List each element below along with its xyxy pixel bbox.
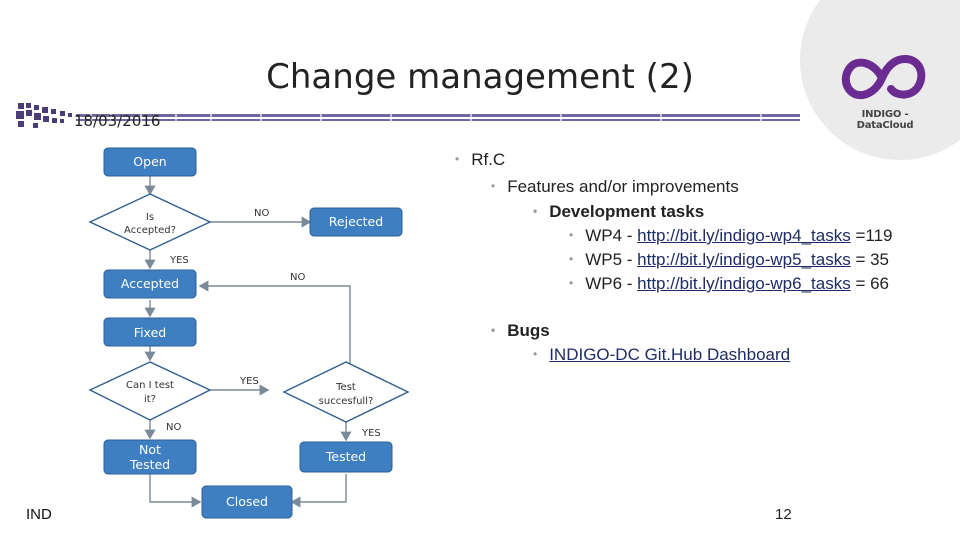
bullet-dot: • bbox=[569, 228, 574, 242]
node-tested-label: Tested bbox=[325, 449, 366, 464]
decision-test-successful-line1: Test bbox=[335, 382, 356, 393]
decision-can-test: Can I test it? bbox=[88, 361, 212, 421]
node-rejected-label: Rejected bbox=[329, 214, 383, 229]
node-fixed: Fixed bbox=[103, 317, 197, 347]
flowchart-image: Open Is Accepted? NO Rejected YES NO Acc… bbox=[58, 140, 442, 524]
link-wp4-tasks[interactable]: http://bit.ly/indigo-wp4_tasks bbox=[637, 226, 851, 245]
node-open-label: Open bbox=[133, 154, 166, 169]
bullet-wp6-value: = 66 bbox=[850, 274, 890, 293]
bullet-dot: • bbox=[491, 179, 496, 193]
bullet-rfc-text: Rf.C bbox=[471, 150, 506, 169]
node-accepted-label: Accepted bbox=[121, 276, 179, 291]
decision-is-accepted: Is Accepted? bbox=[88, 193, 212, 251]
bullet-dev-tasks-text: Development tasks bbox=[549, 202, 705, 221]
bullet-dashboard: • INDIGO-DC Git.Hub Dashboard bbox=[533, 345, 790, 365]
node-accepted: Accepted bbox=[103, 269, 197, 299]
slide-date: 18/03/2016 bbox=[74, 112, 161, 130]
decision-test-successful: Test succesfull? bbox=[282, 361, 410, 423]
bullet-dot: • bbox=[455, 152, 460, 166]
edge-label-no-not-tested: NO bbox=[166, 422, 181, 433]
decision-test-successful-line2: succesfull? bbox=[319, 396, 374, 407]
edge-label-yes-tested: YES bbox=[361, 428, 381, 439]
decision-can-test-line1: Can I test bbox=[126, 380, 174, 391]
bullet-wp6-prefix: WP6 - bbox=[585, 274, 638, 293]
node-open: Open bbox=[103, 147, 197, 177]
node-not-tested-line2: Tested bbox=[129, 457, 170, 472]
bullet-wp6: • WP6 - http://bit.ly/indigo-wp6_tasks = … bbox=[569, 274, 889, 294]
bullet-wp5-prefix: WP5 - bbox=[585, 250, 638, 269]
bullet-bugs: • Bugs bbox=[491, 321, 550, 341]
bullet-wp4: • WP4 - http://bit.ly/indigo-wp4_tasks =1… bbox=[569, 226, 892, 246]
bullet-dev-tasks: • Development tasks bbox=[533, 202, 704, 222]
bullet-features: • Features and/or improvements bbox=[491, 177, 739, 197]
bullet-wp4-prefix: WP4 - bbox=[585, 226, 638, 245]
link-wp5-tasks[interactable]: http://bit.ly/indigo-wp5_tasks bbox=[637, 250, 851, 269]
edge-label-yes-can-test: YES bbox=[239, 376, 259, 387]
change-management-flowchart: Open Is Accepted? NO Rejected YES NO Acc… bbox=[88, 147, 410, 519]
node-tested: Tested bbox=[299, 441, 393, 473]
cloud-infinity-icon bbox=[841, 54, 926, 100]
logo-text: INDIGO - DataCloud bbox=[856, 109, 914, 131]
pixel-ribbon-decoration bbox=[16, 103, 800, 128]
bullet-dot: • bbox=[533, 347, 538, 361]
link-wp6-tasks[interactable]: http://bit.ly/indigo-wp6_tasks bbox=[637, 274, 851, 293]
node-not-tested: Not Tested bbox=[103, 439, 197, 475]
slide-title: Change management (2) bbox=[266, 57, 694, 97]
node-fixed-label: Fixed bbox=[134, 325, 166, 340]
bullet-rfc: • Rf.C bbox=[455, 150, 505, 170]
bullet-bugs-text: Bugs bbox=[507, 321, 550, 340]
node-closed: Closed bbox=[201, 485, 293, 519]
node-closed-label: Closed bbox=[226, 494, 268, 509]
page-number: 12 bbox=[775, 506, 792, 523]
bullet-dot: • bbox=[569, 276, 574, 290]
bullet-wp5: • WP5 - http://bit.ly/indigo-wp5_tasks = … bbox=[569, 250, 889, 270]
edge-label-yes-accepted: YES bbox=[169, 255, 189, 266]
footer-left-text: IND bbox=[26, 506, 52, 523]
bullet-dot: • bbox=[533, 204, 538, 218]
node-rejected: Rejected bbox=[309, 207, 403, 237]
node-not-tested-line1: Not bbox=[139, 442, 161, 457]
decision-can-test-line2: it? bbox=[144, 394, 156, 405]
bullet-dot: • bbox=[569, 252, 574, 266]
bullet-wp4-value: =119 bbox=[850, 226, 893, 245]
bullet-features-text: Features and/or improvements bbox=[507, 177, 739, 196]
bullet-wp5-value: = 35 bbox=[850, 250, 890, 269]
decision-is-accepted-line1: Is bbox=[146, 212, 154, 223]
edge-label-no-rejected: NO bbox=[254, 208, 269, 219]
edge-label-no-back: NO bbox=[290, 272, 305, 283]
bullet-dot: • bbox=[491, 323, 496, 337]
decision-is-accepted-line2: Accepted? bbox=[124, 225, 176, 236]
link-github-dashboard[interactable]: INDIGO-DC Git.Hub Dashboard bbox=[549, 345, 791, 364]
